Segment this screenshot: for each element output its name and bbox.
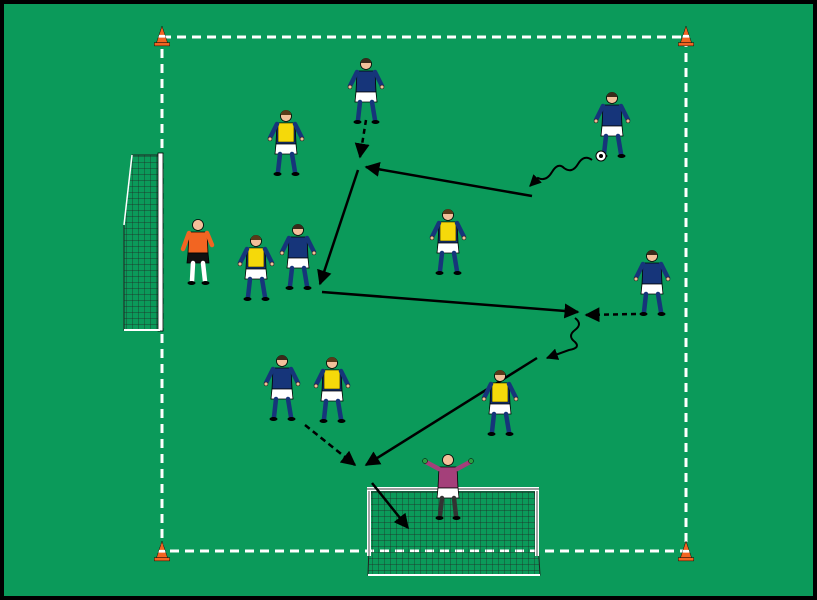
solid-arrow-icon <box>317 169 360 286</box>
players <box>183 58 670 520</box>
ball-icon <box>595 150 607 162</box>
movement-lines <box>304 119 637 530</box>
squiggle-arrow-icon <box>529 156 593 187</box>
dashed-arrow-icon <box>304 424 357 466</box>
solid-arrow-icon <box>321 290 580 319</box>
squiggle-arrow-icon <box>545 317 580 360</box>
main-goal <box>367 487 541 576</box>
dashed-arrow-icon <box>354 119 370 159</box>
solid-arrow-icon <box>364 356 538 467</box>
solid-arrow-icon <box>364 161 533 198</box>
side-goal <box>123 152 164 332</box>
solid-arrow-icon <box>371 482 409 530</box>
